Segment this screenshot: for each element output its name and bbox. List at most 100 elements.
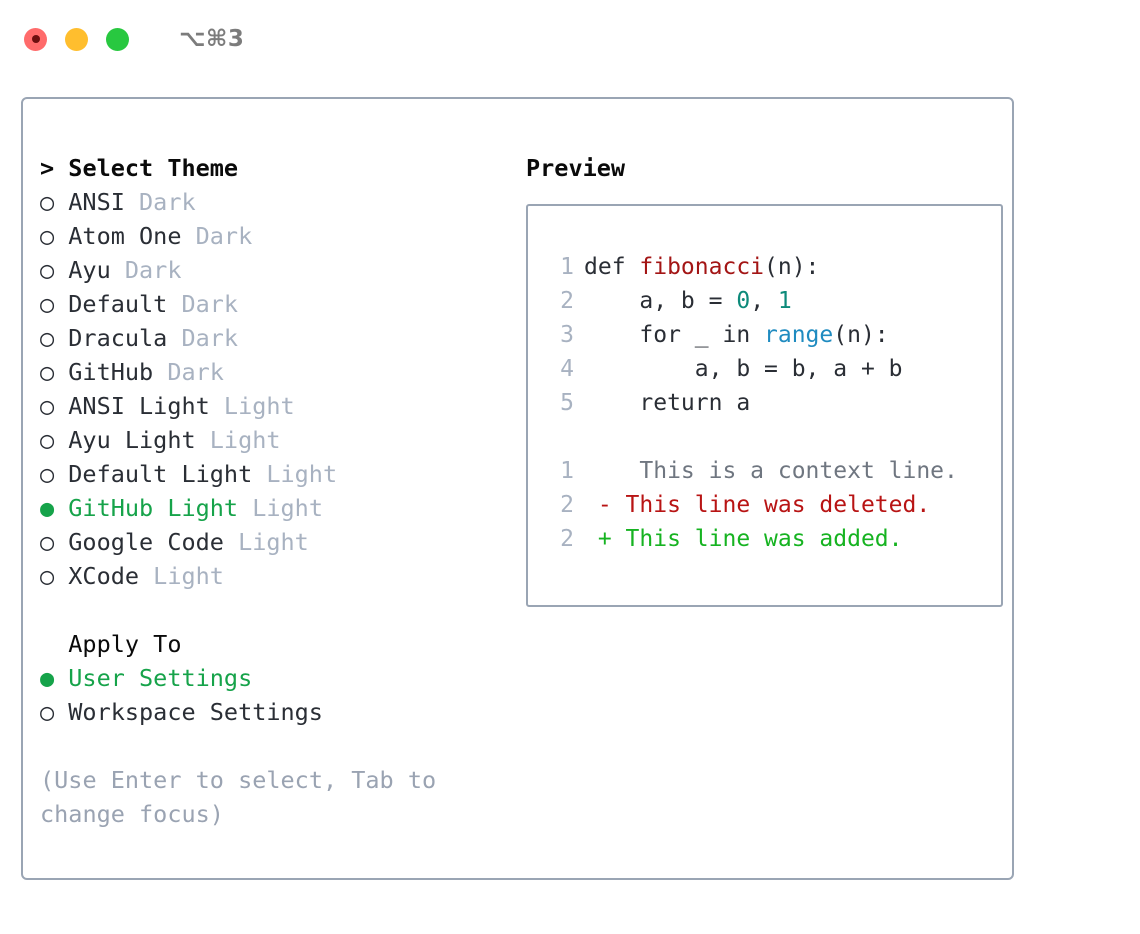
apply-to-item-label: Workspace Settings — [54, 698, 323, 726]
code-token-plain: (n): — [833, 322, 889, 348]
code-token-plain: (n): — [764, 254, 820, 280]
code-token-plain: for _ in — [584, 322, 765, 348]
theme-item-variant-tag: Dark — [110, 256, 182, 284]
theme-item-label: GitHub — [54, 358, 154, 386]
theme-item-2[interactable]: ○ Ayu Dark — [40, 253, 485, 287]
radio-unselected-icon: ○ — [40, 460, 55, 488]
theme-item-7[interactable]: ○ Ayu Light Light — [40, 423, 485, 457]
theme-item-variant-tag: Dark — [124, 188, 196, 216]
line-number: 1 — [560, 254, 574, 280]
apply-to-item-0[interactable]: ● User Settings — [40, 661, 485, 695]
theme-item-label: GitHub Light — [54, 494, 239, 522]
code-line-text: a, b = 0, 1 — [574, 284, 792, 318]
code-line: 2 a, b = 0, 1 — [528, 284, 1001, 318]
radio-unselected-icon: ○ — [40, 188, 55, 216]
theme-item-variant-tag: Light — [223, 528, 309, 556]
theme-item-4[interactable]: ○ Dracula Dark — [40, 321, 485, 355]
radio-unselected-icon: ○ — [40, 256, 55, 284]
theme-item-6[interactable]: ○ ANSI Light Light — [40, 389, 485, 423]
theme-item-variant-tag: Light — [139, 562, 224, 590]
line-number: 3 — [560, 322, 574, 348]
code-token-plain: return a — [584, 390, 751, 416]
theme-item-variant-tag: Light — [252, 460, 338, 488]
apply-to-item-1[interactable]: ○ Workspace Settings — [40, 695, 485, 729]
code-line: 5 return a — [528, 386, 1001, 420]
theme-item-9[interactable]: ● GitHub Light Light — [40, 491, 485, 525]
theme-item-5[interactable]: ○ GitHub Dark — [40, 355, 485, 389]
radio-unselected-icon: ○ — [40, 358, 55, 386]
diff-line-text: - This line was deleted. — [584, 492, 931, 518]
list-gap — [40, 593, 485, 627]
line-number: 1 — [560, 458, 574, 484]
theme-item-label: Dracula — [54, 324, 168, 352]
diff-lines: 1 This is a context line. 2 - This line w… — [528, 454, 1001, 556]
theme-item-label: ANSI — [54, 188, 125, 216]
theme-item-11[interactable]: ○ XCode Light — [40, 559, 485, 593]
close-window-button[interactable] — [24, 27, 47, 51]
main-panel: > Select Theme ○ ANSI Dark○ Atom One Dar… — [21, 97, 1014, 880]
theme-item-3[interactable]: ○ Default Dark — [40, 287, 485, 321]
theme-list[interactable]: ○ ANSI Dark○ Atom One Dark○ Ayu Dark○ De… — [40, 185, 485, 593]
theme-picker-column: > Select Theme ○ ANSI Dark○ Atom One Dar… — [23, 99, 485, 878]
code-diff-separator — [528, 420, 1001, 454]
title-bar: ⌥⌘3 — [0, 0, 1140, 78]
radio-unselected-icon: ○ — [40, 426, 55, 454]
code-token-plain: , — [750, 288, 778, 314]
line-number: 4 — [560, 356, 574, 382]
radio-unselected-icon: ○ — [40, 562, 55, 590]
theme-item-variant-tag: Light — [238, 494, 323, 522]
select-theme-header: > Select Theme — [40, 154, 239, 182]
line-number: 2 — [560, 492, 574, 518]
theme-item-variant-tag: Dark — [153, 358, 224, 386]
code-token-plain: a, b = — [584, 288, 737, 314]
diff-line-text: This is a context line. — [584, 458, 958, 484]
radio-selected-icon: ● — [40, 664, 55, 692]
code-line-text: return a — [574, 386, 750, 420]
theme-item-variant-tag: Light — [195, 426, 281, 454]
theme-item-label: Default — [54, 290, 168, 318]
radio-unselected-icon: ○ — [40, 528, 55, 556]
radio-unselected-icon: ○ — [40, 222, 55, 250]
theme-item-1[interactable]: ○ Atom One Dark — [40, 219, 485, 253]
line-number: 5 — [560, 390, 574, 416]
theme-item-8[interactable]: ○ Default Light Light — [40, 457, 485, 491]
minimize-window-button[interactable] — [65, 27, 88, 51]
code-token-call: range — [764, 322, 834, 348]
diff-line-add: 2 + This line was added. — [528, 522, 1001, 556]
code-token-num: 1 — [777, 288, 792, 314]
theme-item-label: Ayu Light — [54, 426, 196, 454]
theme-item-variant-tag: Dark — [167, 324, 239, 352]
traffic-lights — [24, 27, 129, 51]
keyboard-hint-text: (Use Enter to select, Tab to change focu… — [40, 766, 437, 828]
close-icon — [31, 35, 40, 43]
radio-unselected-icon: ○ — [40, 698, 55, 726]
code-line-text: a, b = b, a + b — [574, 352, 903, 386]
preview-header: Preview — [526, 154, 626, 182]
code-line: 3 for _ in range(n): — [528, 318, 1001, 352]
theme-item-label: Default Light — [54, 460, 253, 488]
apply-to-header: Apply To — [68, 630, 182, 658]
code-line-text: def fibonacci(n): — [574, 250, 819, 284]
theme-item-variant-tag: Dark — [167, 290, 239, 318]
diff-line-del: 2 - This line was deleted. — [528, 488, 1001, 522]
apply-to-list[interactable]: ● User Settings○ Workspace Settings — [40, 661, 485, 729]
theme-item-label: Google Code — [54, 528, 224, 556]
line-number: 2 — [560, 526, 574, 552]
theme-item-label: Ayu — [54, 256, 111, 284]
code-token-fn: fibonacci — [639, 254, 765, 280]
maximize-window-button[interactable] — [106, 27, 129, 51]
radio-unselected-icon: ○ — [40, 324, 55, 352]
theme-item-variant-tag: Dark — [181, 222, 253, 250]
radio-unselected-icon: ○ — [40, 290, 55, 318]
radio-selected-icon: ● — [40, 494, 55, 522]
radio-unselected-icon: ○ — [40, 392, 55, 420]
diff-line-text: + This line was added. — [584, 526, 903, 552]
theme-item-10[interactable]: ○ Google Code Light — [40, 525, 485, 559]
theme-item-0[interactable]: ○ ANSI Dark — [40, 185, 485, 219]
apply-to-item-label: User Settings — [54, 664, 253, 692]
